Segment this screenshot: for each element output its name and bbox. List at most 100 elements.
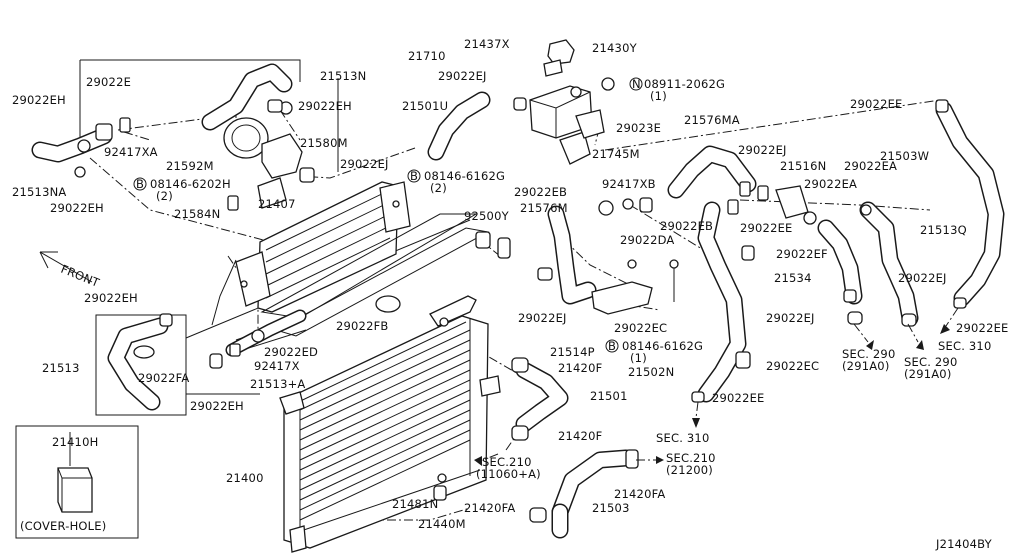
label-21514P: 21514P <box>550 345 595 359</box>
label-29022EC: 29022EC <box>614 321 667 335</box>
front-arrow: FRONT <box>39 251 102 290</box>
label-sec-290-ref: (291A0) <box>842 359 890 373</box>
label-21437X: 21437X <box>464 37 510 51</box>
label-21516N: 21516N <box>780 159 826 173</box>
label-21513NA: 21513NA <box>12 185 66 199</box>
label-29022EA: 29022EA <box>844 159 897 173</box>
label-08146-6162G-qty: (1) <box>630 351 647 365</box>
label-29022EA: 29022EA <box>804 177 857 191</box>
label-sec-310: SEC. 310 <box>938 339 991 353</box>
hose-group <box>31 63 1005 539</box>
condenser <box>235 181 411 313</box>
label-08911-2062G: 08911-2062G <box>644 77 725 91</box>
label-29022EH: 29022EH <box>50 201 104 215</box>
label-29022EC: 29022EC <box>766 359 819 373</box>
label-21710: 21710 <box>408 49 446 63</box>
label-21420F: 21420F <box>558 361 602 375</box>
label-sec-210: SEC.210 <box>482 455 532 469</box>
label-29022FA: 29022FA <box>138 371 189 385</box>
label-29022EH: 29022EH <box>298 99 352 113</box>
label-29022EF: 29022EF <box>776 247 828 261</box>
label-sec-290: SEC. 290 <box>904 355 957 369</box>
label-29023E: 29023E <box>616 121 661 135</box>
label-29022E: 29022E <box>86 75 131 89</box>
label-21576MA: 21576MA <box>684 113 740 127</box>
svg-text:N: N <box>632 77 641 91</box>
label-21513: 21513 <box>42 361 80 375</box>
svg-text:B: B <box>608 339 616 353</box>
label-21580M: 21580M <box>300 136 348 150</box>
label-21513Q: 21513Q <box>920 223 967 237</box>
label-08911-qty: (1) <box>650 89 667 103</box>
label-sec-210-ref: (11060+A) <box>476 467 541 481</box>
part-labels: 21710 21437X 21430Y 29022E 21513N 29022E… <box>12 37 1009 551</box>
cover-hole-box <box>15 425 139 539</box>
label-21534: 21534 <box>774 271 812 285</box>
label-21502N: 21502N <box>628 365 674 379</box>
label-29022EE: 29022EE <box>740 221 793 235</box>
front-label: FRONT <box>59 262 102 290</box>
label-21420FA: 21420FA <box>614 487 665 501</box>
label-21501: 21501 <box>590 389 628 403</box>
label-29022FB: 29022FB <box>336 319 389 333</box>
label-21420FA: 21420FA <box>464 501 515 515</box>
label-21407: 21407 <box>258 197 296 211</box>
label-92417XA: 92417XA <box>104 145 158 159</box>
label-08146-6162G: 08146-6162G <box>424 169 505 183</box>
label-sec-210-ref: (21200) <box>666 463 713 477</box>
diagram-id: J21404BY <box>935 537 993 551</box>
label-21503W: 21503W <box>880 149 929 163</box>
label-21513A: 21513+A <box>250 377 306 391</box>
section-arrows <box>474 307 959 466</box>
label-29022DA: 29022DA <box>620 233 675 247</box>
label-92500Y: 92500Y <box>464 209 510 223</box>
label-29022EJ: 29022EJ <box>518 311 567 325</box>
label-08146-6162G: 08146-6162G <box>622 339 703 353</box>
water-outlet <box>223 101 303 209</box>
label-21513N: 21513N <box>320 69 366 83</box>
label-29022EE: 29022EE <box>712 391 765 405</box>
label-29022EJ: 29022EJ <box>766 311 815 325</box>
label-21503: 21503 <box>592 501 630 515</box>
label-21430Y: 21430Y <box>592 41 638 55</box>
svg-text:B: B <box>410 169 418 183</box>
label-29022EJ: 29022EJ <box>438 69 487 83</box>
clamps <box>74 77 967 523</box>
bracket-21514P <box>591 259 679 315</box>
label-29022EB: 29022EB <box>514 185 567 199</box>
label-21584N: 21584N <box>174 207 220 221</box>
label-29022EH: 29022EH <box>12 93 66 107</box>
label-21420F: 21420F <box>558 429 602 443</box>
svg-text:B: B <box>136 177 144 191</box>
label-29022EJ: 29022EJ <box>340 157 389 171</box>
label-21576M: 21576M <box>520 201 568 215</box>
label-92417X: 92417X <box>254 359 300 373</box>
label-29022EE: 29022EE <box>850 97 903 111</box>
label-29022EH: 29022EH <box>84 291 138 305</box>
label-sec-290: SEC. 290 <box>842 347 895 361</box>
label-21501U: 21501U <box>402 99 448 113</box>
label-08146-6202H: 08146-6202H <box>150 177 231 191</box>
label-29022EJ: 29022EJ <box>898 271 947 285</box>
label-92417XB: 92417XB <box>602 177 656 191</box>
label-21481N: 21481N <box>392 497 438 511</box>
label-sec-210: SEC.210 <box>666 451 716 465</box>
label-21440M: 21440M <box>418 517 466 531</box>
label-29022EJ: 29022EJ <box>738 143 787 157</box>
reservoir-tank <box>529 39 605 165</box>
label-21410H: 21410H <box>52 435 98 449</box>
label-29022EH: 29022EH <box>190 399 244 413</box>
label-08146-6162G-qty: (2) <box>430 181 447 195</box>
label-21400: 21400 <box>226 471 264 485</box>
bolt-symbols: N B B B <box>133 77 643 353</box>
label-cover-hole: (COVER-HOLE) <box>20 519 106 533</box>
label-21592M: 21592M <box>166 159 214 173</box>
label-sec-290-ref: (291A0) <box>904 367 952 381</box>
label-21745M: 21745M <box>592 147 640 161</box>
label-sec-310: SEC. 310 <box>656 431 709 445</box>
label-29022EE: 29022EE <box>956 321 1009 335</box>
label-29022EB: 29022EB <box>660 219 713 233</box>
label-29022ED: 29022ED <box>264 345 318 359</box>
label-08146-6202H-qty: (2) <box>156 189 173 203</box>
